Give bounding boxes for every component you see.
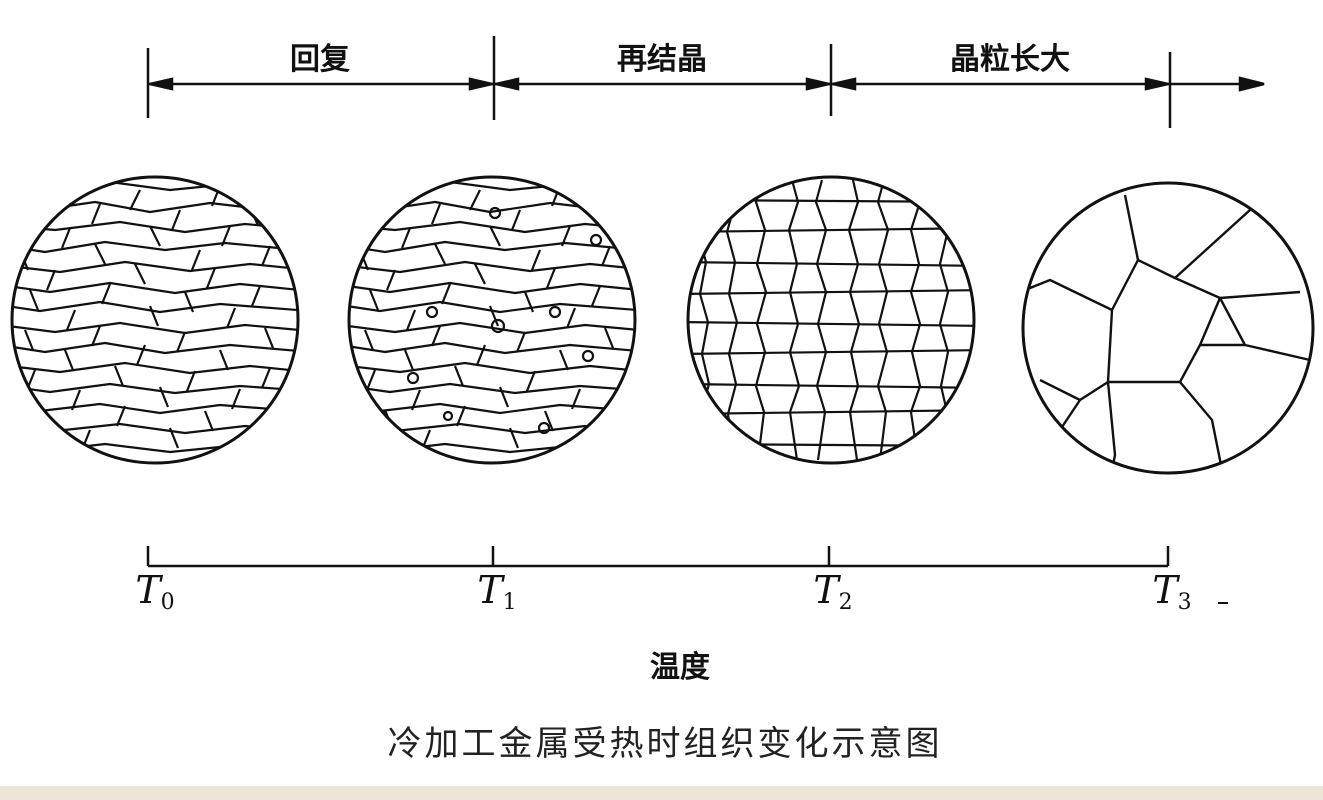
temperature-axis (146, 546, 1228, 604)
stage-bar (146, 36, 1265, 128)
stage-label-recrystallization: 再结晶 (611, 40, 713, 80)
temperature-subscript: 3 (1177, 590, 1192, 615)
stage-label-grain-growth: 晶粒长大 (944, 40, 1076, 80)
temperature-label-t3: T3 (1152, 568, 1191, 615)
microstructure-grain-growth (1021, 181, 1315, 475)
footer-strip (0, 786, 1323, 800)
temperature-label-t0: T0 (135, 568, 174, 615)
temperature-label-t1: T1 (477, 568, 516, 615)
temperature-subscript: 0 (160, 590, 175, 615)
figure-caption: 冷加工金属受热时组织变化示意图 (387, 724, 943, 764)
axis-title-temperature: 温度 (650, 650, 710, 685)
temperature-symbol: T (477, 568, 503, 612)
stage-label-recovery: 回复 (284, 40, 356, 80)
microstructure-recrystallized (686, 175, 976, 465)
temperature-subscript: 2 (838, 590, 853, 615)
microstructure-recovery (347, 175, 637, 465)
temperature-symbol: T (813, 568, 839, 612)
temperature-symbol: T (135, 568, 161, 612)
microstructure-cold-worked (10, 175, 300, 465)
temperature-symbol: T (1152, 568, 1178, 612)
temperature-subscript: 1 (502, 590, 517, 615)
temperature-label-t2: T2 (813, 568, 852, 615)
